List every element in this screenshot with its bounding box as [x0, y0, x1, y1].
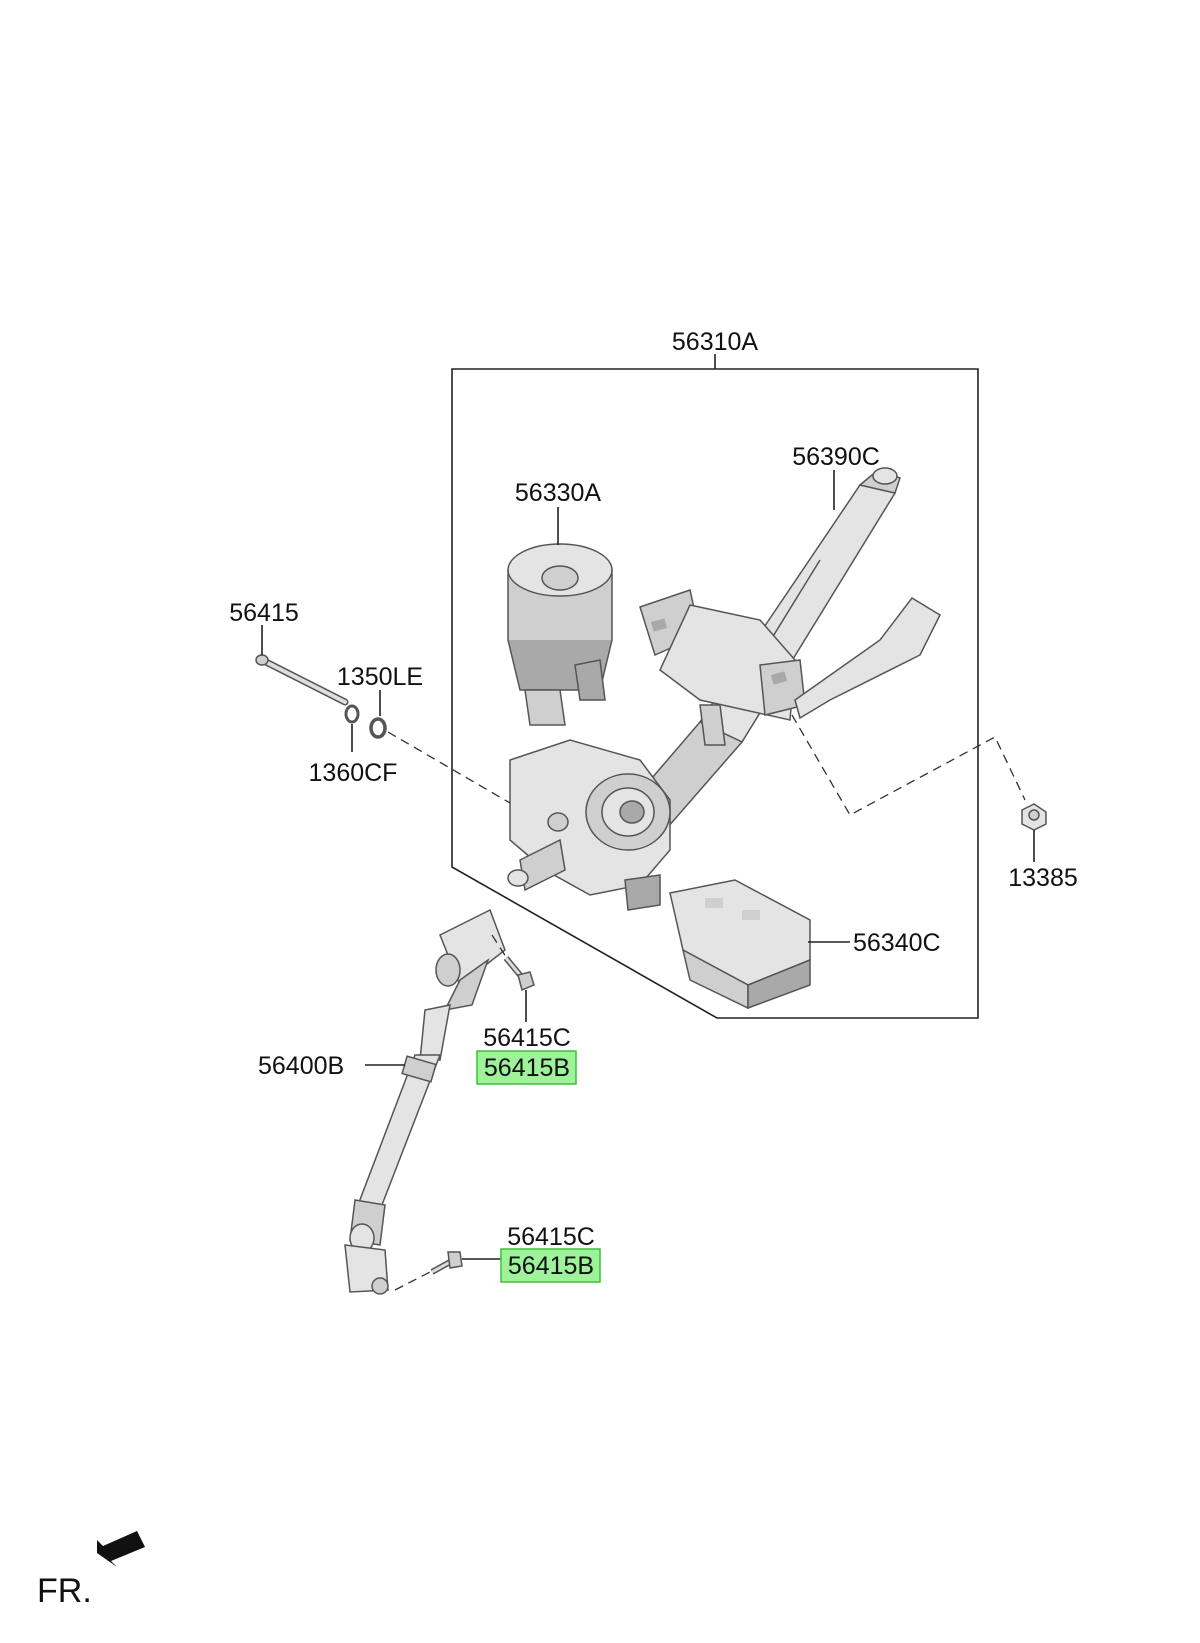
dash-nut — [791, 714, 1026, 816]
label-56340C[interactable]: 56340C — [853, 929, 941, 957]
label-lower-56415B[interactable]: 56415B — [508, 1252, 594, 1280]
label-13385[interactable]: 13385 — [1008, 864, 1078, 892]
highlight-lower-56415B — [500, 1248, 601, 1283]
label-56400B[interactable]: 56400B — [258, 1052, 344, 1080]
label-1350LE[interactable]: 1350LE — [337, 663, 423, 691]
front-arrow-icon — [97, 1531, 145, 1567]
label-upper-56415B[interactable]: 56415B — [484, 1054, 570, 1082]
label-56330A[interactable]: 56330A — [515, 479, 602, 507]
motor — [507, 543, 613, 726]
dash-upper-bolt — [491, 934, 507, 958]
label-56310A[interactable]: 56310A — [672, 328, 759, 356]
label-56415[interactable]: 56415 — [229, 599, 299, 627]
ecu-unit — [669, 879, 811, 1010]
upper-pinch-bolt — [503, 956, 535, 992]
label-56390C[interactable]: 56390C — [792, 443, 880, 471]
assembly-frame — [451, 368, 979, 1019]
highlight-upper-56415B — [476, 1050, 577, 1085]
dash-bolt — [387, 731, 511, 804]
long-bolt — [255, 654, 349, 706]
label-lower-56415C[interactable]: 56415C — [507, 1223, 595, 1251]
intermediate-shaft — [344, 908, 506, 1295]
lower-pinch-bolt — [430, 1251, 463, 1275]
washer-1360CF — [344, 704, 360, 724]
direction-label: FR. — [37, 1572, 92, 1610]
label-upper-56415C[interactable]: 56415C — [483, 1024, 571, 1052]
nut — [1021, 803, 1047, 831]
gear-housing — [507, 739, 671, 911]
dash-lower-bolt — [394, 1271, 431, 1291]
washer-1350LE — [369, 717, 387, 739]
mounting-bracket — [639, 589, 941, 746]
label-1360CF[interactable]: 1360CF — [309, 759, 398, 787]
